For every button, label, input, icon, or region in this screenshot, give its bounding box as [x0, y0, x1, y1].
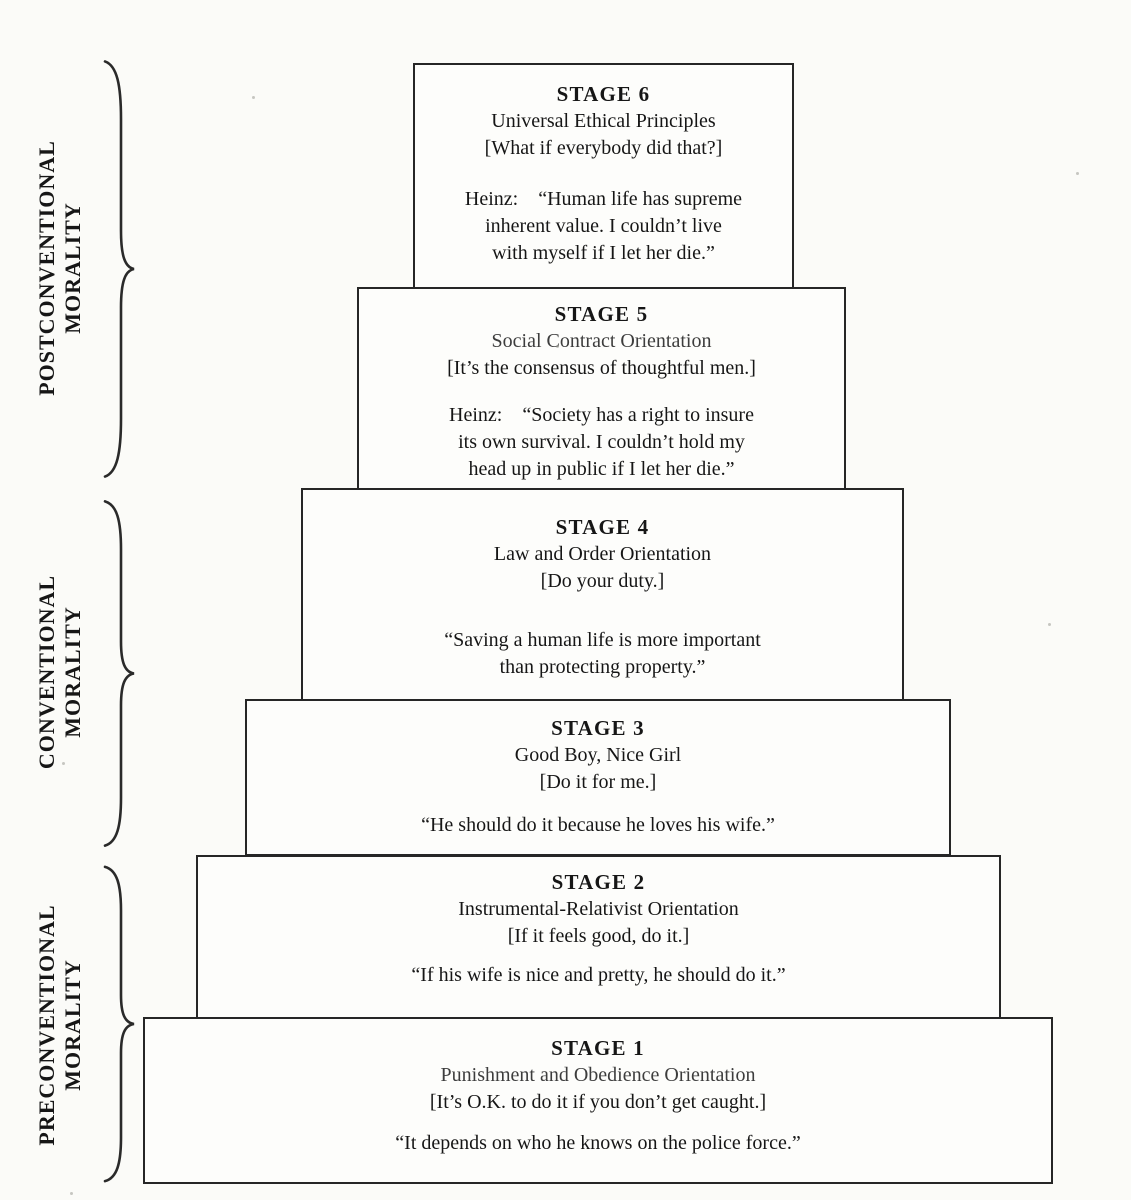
preconventional-morality-label: PRECONVENTIONAL MORALITY — [34, 904, 85, 1146]
stage-3-slogan: [Do it for me.] — [539, 771, 657, 793]
stage-5-name: Social Contract Orientation — [491, 330, 712, 352]
stage-1-name: Punishment and Obedience Orientation — [440, 1064, 756, 1086]
curly-brace-icon — [95, 496, 141, 851]
stage-3-quote: “He should do it because he loves his wi… — [421, 814, 775, 836]
scan-speck — [556, 345, 559, 348]
stage-4-title: STAGE 4 — [555, 515, 650, 539]
stage-1-box: STAGE 1 Punishment and Obedience Orienta… — [143, 1017, 1053, 1184]
scan-speck — [1048, 623, 1051, 626]
stage-2-title: STAGE 2 — [551, 870, 646, 894]
preconventional-bracket — [95, 862, 141, 1186]
stage-5-slogan: [It’s the consensus of thoughtful men.] — [447, 357, 756, 379]
scan-speck — [62, 762, 65, 765]
postconventional-bracket — [95, 55, 141, 483]
stage-4-slogan: [Do your duty.] — [540, 570, 665, 592]
postconventional-morality-label: POSTCONVENTIONAL MORALITY — [34, 140, 85, 396]
stage-5-title: STAGE 5 — [554, 302, 649, 326]
scan-speck — [70, 1192, 73, 1195]
scan-speck — [252, 96, 255, 99]
stage-6-quote: Heinz: “Human life has supreme inherent … — [464, 188, 743, 264]
stage-4-quote: “Saving a human life is more important t… — [444, 629, 761, 678]
scan-speck — [1076, 172, 1079, 175]
stage-1-title: STAGE 1 — [551, 1036, 645, 1060]
stage-3-title: STAGE 3 — [551, 716, 645, 740]
stage-2-name: Instrumental-Relativist Orientation — [458, 898, 739, 920]
stage-3-name: Good Boy, Nice Girl — [514, 744, 682, 766]
curly-brace-icon — [95, 862, 141, 1186]
stage-3-box: STAGE 3 Good Boy, Nice Girl [Do it for m… — [245, 699, 951, 856]
stage-5-quote: Heinz: “Society has a right to insure it… — [449, 404, 754, 480]
stage-6-slogan: [What if everybody did that?] — [484, 137, 723, 159]
stage-4-name: Law and Order Orientation — [493, 543, 712, 565]
stage-6-title: STAGE 6 — [556, 82, 651, 106]
stage-1-slogan: [It’s O.K. to do it if you don’t get cau… — [429, 1091, 767, 1113]
stage-2-slogan: [If it feels good, do it.] — [507, 925, 690, 947]
stage-4-box: STAGE 4 Law and Order Orientation [Do yo… — [301, 488, 904, 701]
curly-brace-icon — [95, 55, 141, 483]
stage-2-quote: “If his wife is nice and pretty, he shou… — [411, 964, 786, 986]
conventional-bracket — [95, 496, 141, 851]
stage-5-box: STAGE 5 Social Contract Orientation [It’… — [357, 287, 846, 491]
stage-1-quote: “It depends on who he knows on the polic… — [395, 1132, 801, 1154]
stage-6-box: STAGE 6 Universal Ethical Principles [Wh… — [413, 63, 794, 290]
stage-2-box: STAGE 2 Instrumental-Relativist Orientat… — [196, 855, 1001, 1019]
stage-6-name: Universal Ethical Principles — [491, 110, 716, 132]
conventional-morality-label: CONVENTIONAL MORALITY — [34, 574, 85, 770]
